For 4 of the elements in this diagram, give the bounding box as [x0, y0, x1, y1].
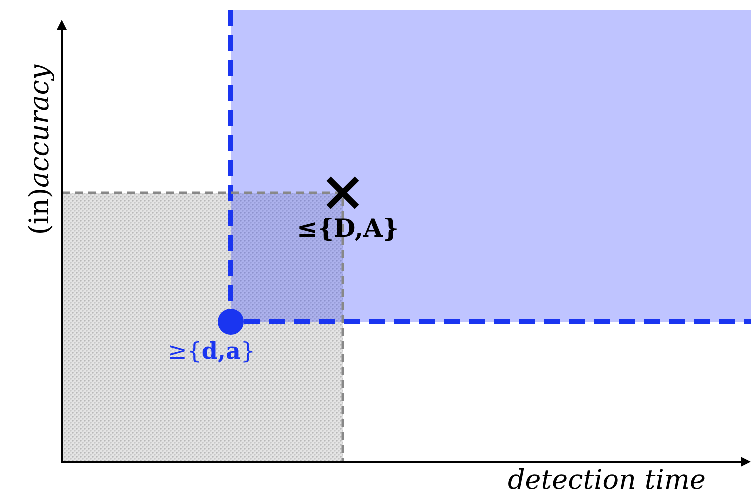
- axis-label: detection time: [508, 467, 706, 494]
- point-label: ≤{D,A}: [297, 216, 399, 241]
- axis-label: (in)accuracy: [26, 64, 54, 236]
- point-label: ≥{d,a}: [168, 340, 256, 364]
